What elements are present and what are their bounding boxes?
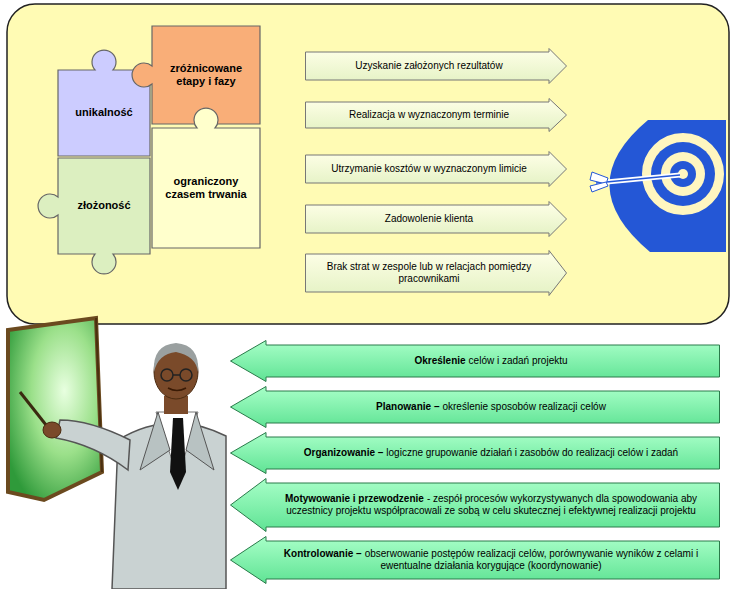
- arrow-outline: [306, 99, 567, 132]
- text-block: Organizowanie –logiczne grupowanie dział…: [304, 447, 678, 459]
- arrow-outline: [306, 49, 567, 84]
- target-icon: [590, 120, 726, 252]
- text-block: złożoność: [77, 199, 130, 212]
- label-text: zróżnicowane etapy i fazy: [170, 62, 242, 87]
- text-block: Kontrolowanie –obserwowanie postępów rea…: [272, 548, 710, 572]
- function-arrow: Określenie celów i zadań projektu: [230, 340, 720, 382]
- arrow-outline: [231, 433, 720, 474]
- function-name: Planowanie –: [376, 401, 439, 412]
- label-text: Uzyskanie założonych rezultatów: [355, 60, 502, 71]
- function-arrow: Planowanie –określenie sposobów realizac…: [230, 386, 720, 428]
- label-text: celów i zadań projektu: [469, 355, 568, 366]
- text-block: zróżnicowane etapy i fazy: [160, 62, 252, 88]
- arrow-outline: [231, 537, 720, 584]
- text-block: Uzyskanie założonych rezultatów: [355, 60, 502, 72]
- label-text: Zadowolenie klienta: [385, 213, 473, 224]
- text-block: unikalność: [75, 106, 132, 119]
- label-text: logiczne grupowanie działań i zasobów do…: [386, 447, 678, 458]
- label-text: Utrzymanie kosztów w wyznaczonym limicie: [331, 163, 527, 174]
- puzzle-outline: [132, 26, 260, 124]
- function-name: Kontrolowanie –: [284, 548, 362, 559]
- goal-arrow: Realizacja w wyznaczonym terminie: [305, 98, 567, 132]
- text-block: Brak strat w zespole lub w relacjach pom…: [313, 261, 545, 285]
- arrow-outline: [306, 251, 567, 296]
- text-block: Planowanie –określenie sposobów realizac…: [376, 401, 606, 413]
- label-text: Brak strat w zespole lub w relacjach pom…: [327, 261, 532, 284]
- label-text: ograniczony czasem trwania: [165, 175, 246, 200]
- function-name: Określenie: [414, 355, 465, 366]
- function-arrow: Organizowanie –logiczne grupowanie dział…: [230, 432, 720, 474]
- puzzle-outline: [38, 158, 150, 274]
- text-block: Realizacja w wyznaczonym terminie: [349, 109, 509, 121]
- label-text: określenie sposobów realizacji celów: [442, 401, 605, 412]
- label-text: unikalność: [75, 106, 132, 118]
- text-block: Zadowolenie klienta: [385, 213, 473, 225]
- arrow-outline: [306, 202, 567, 237]
- puzzle-outline: [152, 108, 260, 248]
- arrow-outline: [306, 152, 567, 187]
- function-arrow: Motywowanie i przewodzenie- zespół proce…: [230, 478, 720, 532]
- goal-arrow: Brak strat w zespole lub w relacjach pom…: [305, 250, 567, 296]
- text-block: ograniczony czasem trwania: [160, 175, 252, 201]
- function-arrow: Kontrolowanie –obserwowanie postępów rea…: [230, 536, 720, 584]
- arrow-outline: [231, 341, 720, 382]
- puzzle-piece: złożoność: [58, 158, 150, 254]
- presenter-illustration: [8, 318, 226, 589]
- puzzle-piece: ograniczony czasem trwania: [152, 128, 260, 248]
- text-block: Motywowanie i przewodzenie- zespół proce…: [272, 493, 710, 517]
- goal-arrow: Uzyskanie założonych rezultatów: [305, 48, 567, 84]
- function-name: Motywowanie i przewodzenie: [285, 493, 424, 504]
- text-block: Utrzymanie kosztów w wyznaczonym limicie: [331, 163, 527, 175]
- label-text: Realizacja w wyznaczonym terminie: [349, 109, 509, 120]
- function-name: Organizowanie –: [304, 447, 383, 458]
- panel: [7, 4, 729, 324]
- arrow-outline: [231, 479, 720, 532]
- goal-arrow: Utrzymanie kosztów w wyznaczonym limicie: [305, 151, 567, 187]
- label-text: obserwowanie postępów realizacji celów, …: [365, 548, 699, 571]
- goal-arrow: Zadowolenie klienta: [305, 201, 567, 237]
- arrow-outline: [231, 387, 720, 428]
- text-block: Określenie celów i zadań projektu: [414, 355, 567, 367]
- label-text: złożoność: [77, 199, 130, 211]
